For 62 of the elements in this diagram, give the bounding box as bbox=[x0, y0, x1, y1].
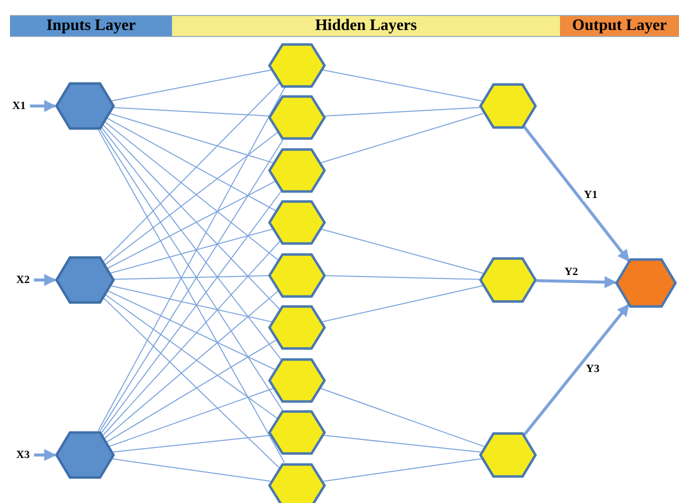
neuron-hexagon bbox=[55, 431, 115, 479]
connection-line bbox=[323, 458, 482, 482]
connection-line bbox=[105, 294, 278, 419]
connection-line bbox=[109, 388, 274, 447]
arrow bbox=[34, 449, 56, 461]
neuron-hexagon bbox=[615, 258, 677, 308]
layer-header: Output Layer bbox=[560, 15, 679, 37]
input-label: X3 bbox=[12, 447, 34, 463]
neuron-hexagon bbox=[479, 432, 537, 478]
connection-line bbox=[98, 87, 286, 432]
neuron-hexagon bbox=[268, 305, 326, 350]
connection-line bbox=[104, 290, 279, 439]
neuron-hexagon bbox=[268, 95, 326, 140]
connection-line bbox=[110, 285, 272, 322]
neuron-hexagon bbox=[268, 410, 326, 455]
connection-line bbox=[107, 180, 276, 269]
connection-line bbox=[112, 434, 270, 453]
connection-line bbox=[102, 124, 280, 310]
connection-line bbox=[110, 113, 274, 164]
neuron-hexagon bbox=[268, 148, 326, 192]
edge-label: Y2 bbox=[564, 266, 579, 278]
connection-line bbox=[324, 434, 482, 453]
edge-label: Y3 bbox=[585, 363, 600, 375]
arrow bbox=[523, 304, 630, 436]
neuron-hexagon bbox=[55, 82, 115, 130]
connection-line bbox=[322, 70, 483, 102]
input-label: X2 bbox=[12, 272, 34, 288]
neuron-hexagon bbox=[479, 257, 537, 303]
edge-label: Y1 bbox=[583, 188, 598, 200]
connection-line bbox=[112, 458, 271, 482]
connection-line bbox=[320, 112, 484, 164]
connection-line bbox=[108, 290, 276, 370]
connection-line bbox=[114, 275, 269, 280]
connection-line bbox=[102, 82, 280, 262]
neuron-hexagon bbox=[268, 200, 326, 245]
neuron-hexagon bbox=[268, 42, 326, 88]
connection-line bbox=[320, 388, 485, 448]
arrow bbox=[522, 126, 630, 262]
connection-line bbox=[106, 340, 277, 442]
connection-line bbox=[322, 285, 484, 322]
connection-line bbox=[102, 240, 280, 436]
connection-line bbox=[111, 69, 272, 102]
neuron-hexagon bbox=[268, 462, 326, 503]
connection-line bbox=[101, 126, 282, 360]
input-label: X1 bbox=[8, 98, 30, 114]
layer-header: Inputs Layer bbox=[10, 15, 172, 37]
layer-header: Hidden Layers bbox=[172, 15, 560, 37]
connection-line bbox=[114, 107, 270, 116]
arrow bbox=[30, 100, 56, 112]
connection-line bbox=[103, 298, 280, 468]
neuron-hexagon bbox=[268, 358, 326, 402]
arrow bbox=[34, 274, 56, 286]
connection-line bbox=[321, 228, 484, 274]
arrow bbox=[536, 276, 617, 288]
neuron-hexagon bbox=[55, 256, 115, 304]
connection-line bbox=[324, 107, 480, 116]
connection-line bbox=[100, 190, 282, 434]
connection-line bbox=[110, 228, 273, 274]
connection-line bbox=[106, 118, 276, 212]
neuron-hexagon bbox=[479, 83, 537, 129]
neuron-hexagon bbox=[268, 252, 326, 298]
connection-line bbox=[325, 275, 480, 280]
